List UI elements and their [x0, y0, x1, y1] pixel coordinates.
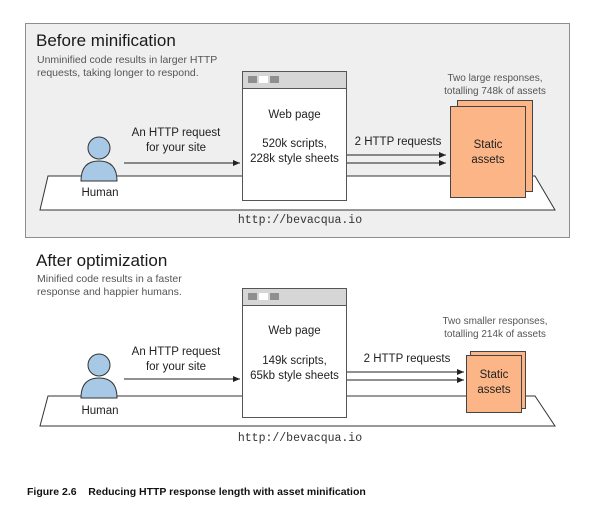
after-responses-line1: Two smaller responses,: [442, 316, 548, 327]
after-assets-line1: Static: [479, 369, 509, 381]
after-responses-line2: totalling 214k of assets: [444, 329, 546, 340]
before-browser-toolbar: [243, 72, 346, 89]
after-human-label: Human: [81, 405, 119, 417]
after-person-icon: [80, 353, 118, 399]
before-assets-front: [450, 106, 526, 198]
before-browser-title: Web page: [268, 109, 321, 121]
after-browser-dot-2: [259, 293, 268, 300]
after-browser-line1: 149k scripts,: [262, 355, 327, 367]
after-title: After optimization: [36, 251, 168, 270]
after-request-line2: for your site: [145, 361, 207, 373]
before-request-line2: for your site: [145, 142, 207, 154]
before-browser-line2: 228k style sheets: [250, 153, 339, 165]
before-assets-line2: assets: [471, 154, 505, 166]
after-url: http://bevacqua.io: [237, 432, 363, 445]
figure-caption: Figure 2.6 Reducing HTTP response length…: [27, 486, 366, 498]
after-subtitle-line1: Minified code results in a faster: [37, 273, 182, 285]
before-responses-line2: totalling 748k of assets: [444, 86, 546, 97]
before-browser-line1: 520k scripts,: [262, 138, 327, 150]
after-assets-front: [466, 355, 522, 413]
before-request-line1: An HTTP request: [131, 127, 221, 139]
before-assets-line1: Static: [473, 139, 503, 151]
before-subtitle-line2: requests, taking longer to respond.: [37, 67, 199, 79]
before-person-icon: [80, 136, 118, 182]
after-browser-line2: 65kb style sheets: [250, 370, 339, 382]
after-request-line1: An HTTP request: [131, 346, 221, 358]
after-assets-line2: assets: [477, 384, 511, 396]
after-browser-dot-3: [270, 293, 279, 300]
before-subtitle-line1: Unminified code results in larger HTTP: [37, 54, 218, 66]
before-browser-window: [242, 71, 347, 201]
after-browser-toolbar: [243, 289, 346, 306]
after-subtitle-line2: response and happier humans.: [37, 286, 182, 298]
after-browser-window: [242, 288, 347, 418]
before-title: Before minification: [36, 31, 176, 50]
before-http-requests: 2 HTTP requests: [354, 136, 442, 148]
before-browser-dot-1: [248, 76, 257, 83]
before-browser-dot-3: [270, 76, 279, 83]
after-browser-title: Web page: [268, 325, 321, 337]
before-human-label: Human: [81, 187, 119, 199]
before-responses-line1: Two large responses,: [447, 73, 543, 84]
after-browser-dot-1: [248, 293, 257, 300]
before-url: http://bevacqua.io: [237, 214, 363, 227]
before-browser-dot-2: [259, 76, 268, 83]
after-http-requests: 2 HTTP requests: [363, 353, 451, 365]
